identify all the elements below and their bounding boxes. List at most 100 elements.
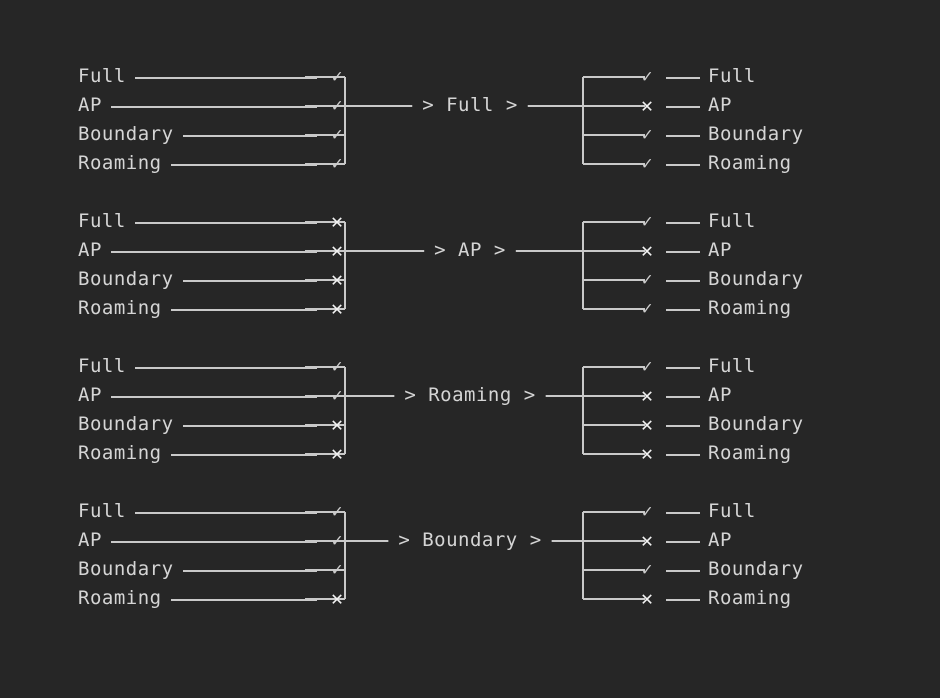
output-connector-line	[666, 76, 700, 79]
transition-group-full: Full✓AP✓Boundary✓Roaming✓> Full >✓Full✕A…	[0, 62, 940, 192]
input-label: Roaming	[78, 587, 162, 609]
output-label: Full	[708, 210, 756, 232]
output-connector-line	[666, 250, 700, 253]
output-label: Full	[708, 65, 756, 87]
output-mark: ✕	[636, 381, 658, 410]
output-row: ✕ AP	[636, 526, 732, 555]
input-connector-line	[134, 511, 317, 514]
input-cross-icon: ✕	[330, 209, 344, 233]
input-check-icon: ✓	[331, 124, 343, 145]
output-label: Full	[708, 500, 756, 522]
output-row: ✕ AP	[636, 381, 732, 410]
output-label: Full	[708, 355, 756, 377]
output-mark: ✓	[636, 555, 658, 584]
input-check-icon: ✓	[331, 95, 343, 116]
output-mark: ✓	[636, 120, 658, 149]
input-check-icon: ✓	[331, 356, 343, 377]
input-row: Full ✓	[78, 497, 348, 526]
input-label: Full	[78, 500, 126, 522]
output-connector-line	[666, 598, 700, 601]
input-label: Roaming	[78, 152, 162, 174]
output-row: ✕ AP	[636, 91, 732, 120]
input-row: Boundary ✓	[78, 120, 348, 149]
input-mark: ✕	[326, 207, 348, 236]
input-mark: ✕	[326, 439, 348, 468]
input-row: Boundary✕	[78, 265, 348, 294]
output-connector-line	[666, 163, 700, 166]
output-connector-line	[666, 395, 700, 398]
input-label: Full	[78, 210, 126, 232]
input-label: Boundary	[78, 558, 174, 580]
output-connector-line	[666, 134, 700, 137]
output-connector-line	[666, 221, 700, 224]
output-results: ✓Full✕AP✓Boundary✕Roaming	[636, 497, 936, 627]
input-cross-icon: ✕	[330, 296, 344, 320]
input-row: Boundary✕	[78, 410, 348, 439]
input-connector-line	[134, 366, 317, 369]
input-row: AP✓	[78, 91, 348, 120]
input-connector-line	[182, 424, 317, 427]
input-check-icon: ✓	[331, 153, 343, 174]
input-row: Full ✓	[78, 352, 348, 381]
output-check-icon: ✓	[641, 298, 653, 319]
output-row: ✕ Roaming	[636, 584, 792, 613]
output-check-icon: ✓	[641, 211, 653, 232]
input-label: Boundary	[78, 123, 174, 145]
input-cross-icon: ✕	[330, 267, 344, 291]
output-cross-icon: ✕	[640, 412, 654, 436]
input-row: Roaming✕	[78, 294, 348, 323]
output-label: Boundary	[708, 558, 804, 580]
input-mark: ✓	[326, 555, 348, 584]
output-row: ✕AP	[636, 236, 732, 265]
input-check-icon: ✓	[331, 66, 343, 87]
input-mark: ✕	[326, 584, 348, 613]
output-check-icon: ✓	[641, 153, 653, 174]
input-row: AP✕	[78, 236, 348, 265]
input-row: Roaming ✕	[78, 584, 348, 613]
output-cross-icon: ✕	[640, 93, 654, 117]
input-check-icon: ✓	[331, 501, 343, 522]
output-connector-line	[666, 569, 700, 572]
state-label-roaming: > Roaming >	[400, 381, 540, 410]
output-connector-line	[666, 511, 700, 514]
output-cross-icon: ✕	[640, 528, 654, 552]
output-cross-icon: ✕	[640, 238, 654, 262]
output-mark: ✕	[636, 584, 658, 613]
output-cross-icon: ✕	[640, 383, 654, 407]
input-mark: ✓	[326, 381, 348, 410]
output-row: ✓ Full	[636, 207, 756, 236]
input-connector-line	[182, 134, 317, 137]
input-label: Boundary	[78, 413, 174, 435]
input-conditions: Full✕AP✕Boundary✕Roaming✕	[78, 207, 348, 337]
output-mark: ✕	[636, 526, 658, 555]
output-label: Boundary	[708, 123, 804, 145]
input-row: Full✓	[78, 62, 348, 91]
output-label: AP	[708, 384, 732, 406]
input-mark: ✓	[326, 120, 348, 149]
output-mark: ✓	[636, 207, 658, 236]
output-label: Roaming	[708, 297, 792, 319]
input-connector-line	[134, 221, 317, 224]
output-check-icon: ✓	[641, 66, 653, 87]
input-connector-line	[134, 76, 317, 79]
input-row: AP✓	[78, 381, 348, 410]
output-connector-line	[666, 308, 700, 311]
input-label: AP	[78, 529, 102, 551]
output-row: ✕Roaming	[636, 439, 792, 468]
output-label: AP	[708, 94, 732, 116]
output-row: ✓Full	[636, 352, 756, 381]
state-label-boundary: > Boundary >	[394, 526, 546, 555]
transition-group-ap: Full✕AP✕Boundary✕Roaming✕> AP >✓Full✕AP✓…	[0, 207, 940, 337]
output-results: ✓ Full ✕AP✓Boundary ✓ Roaming	[636, 207, 936, 337]
output-label: Roaming	[708, 587, 792, 609]
input-connector-line	[170, 598, 317, 601]
input-label: Full	[78, 355, 126, 377]
output-row: ✓Boundary	[636, 265, 804, 294]
input-mark: ✕	[326, 294, 348, 323]
output-label: AP	[708, 529, 732, 551]
input-row: AP✓	[78, 526, 348, 555]
output-check-icon: ✓	[641, 124, 653, 145]
input-connector-line	[110, 250, 317, 253]
input-mark: ✓	[326, 149, 348, 178]
output-mark: ✕	[636, 439, 658, 468]
